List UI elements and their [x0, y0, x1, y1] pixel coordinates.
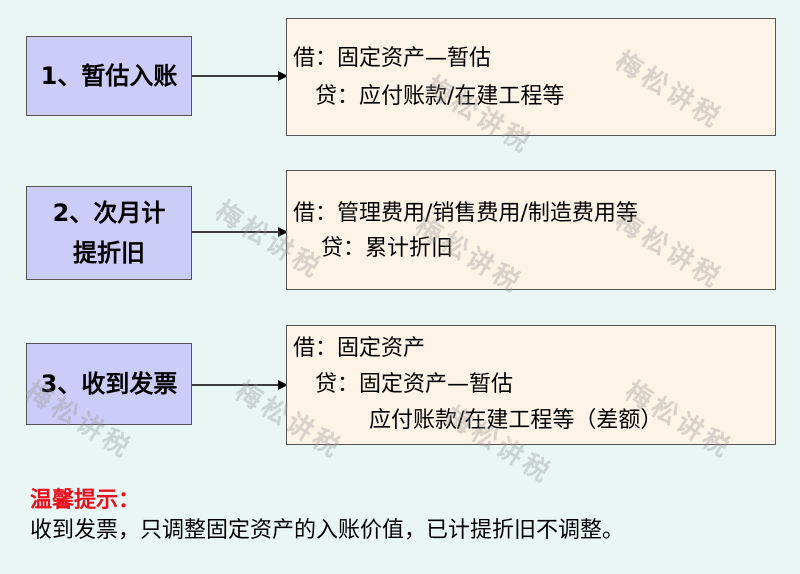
step-label-1: 1、暂估入账 [40, 62, 178, 90]
arrow-2 [192, 227, 288, 237]
step-box-2: 2、次月计提折旧 [26, 186, 192, 280]
entry-3-credit: 贷：固定资产—暂估 [315, 372, 514, 397]
step-label-2: 2、次月计提折旧 [52, 199, 166, 267]
entry-2-debit: 借：管理费用/销售费用/制造费用等 [293, 201, 638, 226]
arrow-3 [192, 380, 288, 390]
entry-1-credit: 贷：应付账款/在建工程等 [315, 84, 565, 109]
arrow-1 [192, 71, 288, 81]
step-label-3: 3、收到发票 [40, 370, 178, 398]
entry-box-2: 借：管理费用/销售费用/制造费用等 贷：累计折旧 [286, 170, 776, 290]
step-box-3: 3、收到发票 [26, 343, 192, 425]
entry-box-3: 借：固定资产 贷：固定资产—暂估 应付账款/在建工程等（差额） [286, 325, 776, 445]
entry-2-credit: 贷：累计折旧 [321, 236, 454, 261]
step-box-1: 1、暂估入账 [26, 36, 192, 116]
entry-3-credit-2: 应付账款/在建工程等（差额） [369, 408, 663, 433]
entry-3-debit: 借：固定资产 [293, 336, 426, 361]
tip-title: 温馨提示： [30, 488, 141, 513]
entry-1-debit: 借：固定资产—暂估 [293, 46, 492, 71]
tip-text: 收到发票，只调整固定资产的入账价值，已计提折旧不调整。 [30, 518, 625, 543]
entry-box-1: 借：固定资产—暂估 贷：应付账款/在建工程等 [286, 18, 776, 136]
